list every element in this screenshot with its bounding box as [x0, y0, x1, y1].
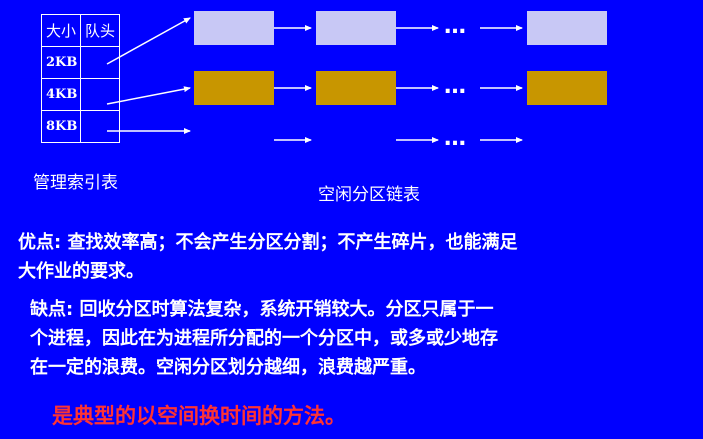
partition-node-2kb-3	[527, 11, 607, 45]
advantages-text: 优点: 查找效率高；不会产生分区分割；不产生碎片，也能满足 大作业的要求。	[18, 228, 517, 286]
index-table-header: 大小 队头	[41, 14, 120, 47]
index-row-2kb: 2KB	[41, 46, 120, 79]
partition-node-4kb-1	[194, 71, 274, 105]
pointer-arrow-2kb	[106, 17, 191, 65]
size-cell-8kb: 8KB	[41, 110, 81, 143]
partition-node-4kb-2	[316, 71, 396, 105]
disadvantages-line-3: 在一定的浪费。空闲分区划分越细，浪费越严重。	[30, 357, 426, 378]
ellipsis-4kb: …	[444, 74, 467, 99]
index-table-caption: 管理索引表	[33, 173, 118, 193]
index-row-8kb: 8KB	[41, 110, 120, 143]
index-table: 大小 队头 2KB 4KB 8KB	[41, 14, 120, 143]
disadvantages-line-2: 个进程，因此在为进程所分配的一个分区中，或多或少地存	[30, 328, 498, 349]
pointer-cell-8kb	[80, 110, 120, 143]
header-queue-head: 队头	[80, 14, 120, 47]
ellipsis-8kb: …	[444, 126, 467, 151]
conclusion-text: 是典型的以空间换时间的方法。	[52, 404, 346, 428]
partition-node-2kb-2	[316, 11, 396, 45]
advantages-line-2: 大作业的要求。	[18, 261, 144, 282]
pointer-arrow-4kb	[106, 86, 191, 105]
pointer-cell-4kb	[80, 78, 120, 111]
ellipsis-2kb: …	[444, 14, 467, 39]
disadvantages-line-1: 缺点: 回收分区时算法复杂，系统开销较大。分区只属于一	[30, 299, 494, 320]
free-lists-caption: 空闲分区链表	[318, 185, 420, 205]
free-partition-lists	[106, 11, 607, 143]
partition-node-2kb-1	[194, 11, 274, 45]
partition-node-4kb-3	[527, 71, 607, 105]
pointer-cell-2kb	[80, 46, 120, 79]
advantages-line-1: 优点: 查找效率高；不会产生分区分割；不产生碎片，也能满足	[18, 232, 518, 253]
disadvantages-text: 缺点: 回收分区时算法复杂，系统开销较大。分区只属于一 个进程，因此在为进程所分…	[30, 295, 498, 382]
header-size: 大小	[41, 14, 81, 47]
index-row-4kb: 4KB	[41, 78, 120, 111]
